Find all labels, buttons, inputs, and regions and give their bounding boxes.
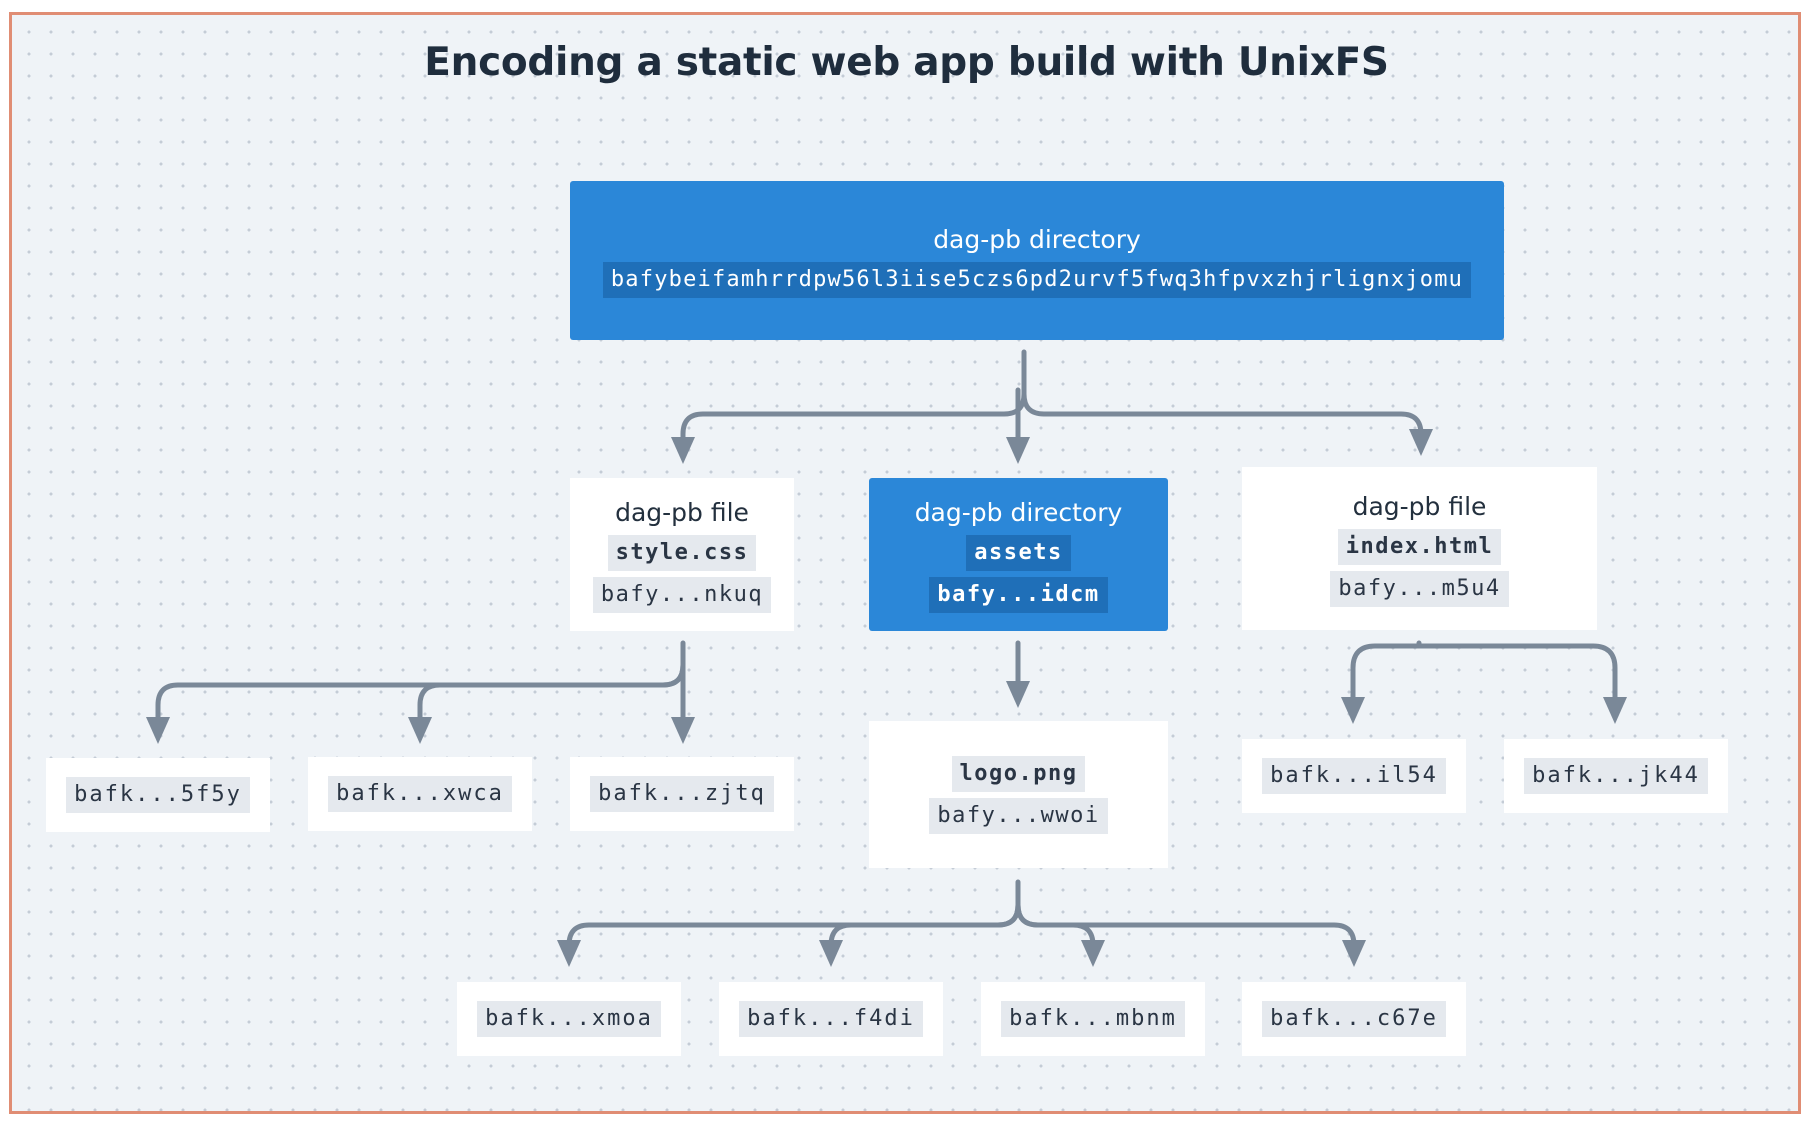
arrow-logo-to-chunk4 xyxy=(1015,902,1366,967)
style-css-label: dag-pb file xyxy=(615,497,749,527)
style-css-node: dag-pb file style.css bafy...nkuq xyxy=(570,478,794,631)
index-html-node: dag-pb file index.html bafy...m5u4 xyxy=(1242,467,1597,630)
logo-chunk-node: bafk...mbnm xyxy=(981,982,1205,1056)
style-chunk-node: bafk...5f5y xyxy=(46,758,270,832)
arrow-root-to-style xyxy=(671,349,1027,464)
logo-chunk-node: bafk...xmoa xyxy=(457,982,681,1056)
assets-directory-label: dag-pb directory xyxy=(914,497,1123,527)
arrow-style-to-chunk2 xyxy=(408,662,686,744)
arrow-logo-to-chunk2 xyxy=(819,902,1021,967)
logo-chunk-cid: bafk...c67e xyxy=(1262,1001,1446,1037)
index-html-filename: index.html xyxy=(1337,528,1502,565)
index-chunk-node: bafk...il54 xyxy=(1242,739,1466,813)
style-chunk-cid: bafk...5f5y xyxy=(66,777,250,813)
index-chunk-node: bafk...jk44 xyxy=(1504,739,1728,813)
arrow-logo-to-chunk3 xyxy=(1015,902,1105,967)
index-chunk-cid: bafk...jk44 xyxy=(1524,758,1708,794)
style-chunk-cid: bafk...xwca xyxy=(328,776,512,812)
style-chunk-node: bafk...zjtq xyxy=(570,757,794,831)
logo-chunk-cid: bafk...mbnm xyxy=(1001,1001,1185,1037)
logo-chunk-node: bafk...f4di xyxy=(719,982,943,1056)
arrow-logo-to-chunk1 xyxy=(557,879,1021,967)
logo-png-node: logo.png bafy...wwoi xyxy=(869,721,1168,868)
style-chunk-node: bafk...xwca xyxy=(308,757,532,831)
logo-chunk-cid: bafk...f4di xyxy=(739,1001,923,1037)
style-css-filename: style.css xyxy=(607,534,757,571)
style-css-cid: bafy...nkuq xyxy=(592,576,772,613)
logo-chunk-node: bafk...c67e xyxy=(1242,982,1466,1056)
arrow-index-to-chunk1 xyxy=(1341,640,1422,724)
arrow-root-to-index xyxy=(1021,391,1433,456)
diagram-title: Encoding a static web app build with Uni… xyxy=(424,40,1389,85)
index-chunk-cid: bafk...il54 xyxy=(1262,758,1446,794)
root-directory-node: dag-pb directory bafybeifamhrrdpw56l3iis… xyxy=(570,181,1504,340)
style-chunk-cid: bafk...zjtq xyxy=(590,776,774,812)
assets-directory-cid: bafy...idcm xyxy=(929,576,1108,613)
index-html-label: dag-pb file xyxy=(1352,491,1487,521)
root-directory-label: dag-pb directory xyxy=(933,224,1141,254)
assets-directory-node: dag-pb directory assets bafy...idcm xyxy=(869,478,1168,631)
root-directory-cid: bafybeifamhrrdpw56l3iise5czs6pd2urvf5fwq… xyxy=(602,261,1472,298)
arrow-index-to-chunk2 xyxy=(1416,643,1627,724)
logo-chunk-cid: bafk...xmoa xyxy=(477,1001,661,1037)
logo-png-cid: bafy...wwoi xyxy=(929,797,1108,834)
index-html-cid: bafy...m5u4 xyxy=(1330,570,1509,607)
assets-directory-name: assets xyxy=(966,534,1071,571)
logo-png-filename: logo.png xyxy=(951,755,1086,792)
